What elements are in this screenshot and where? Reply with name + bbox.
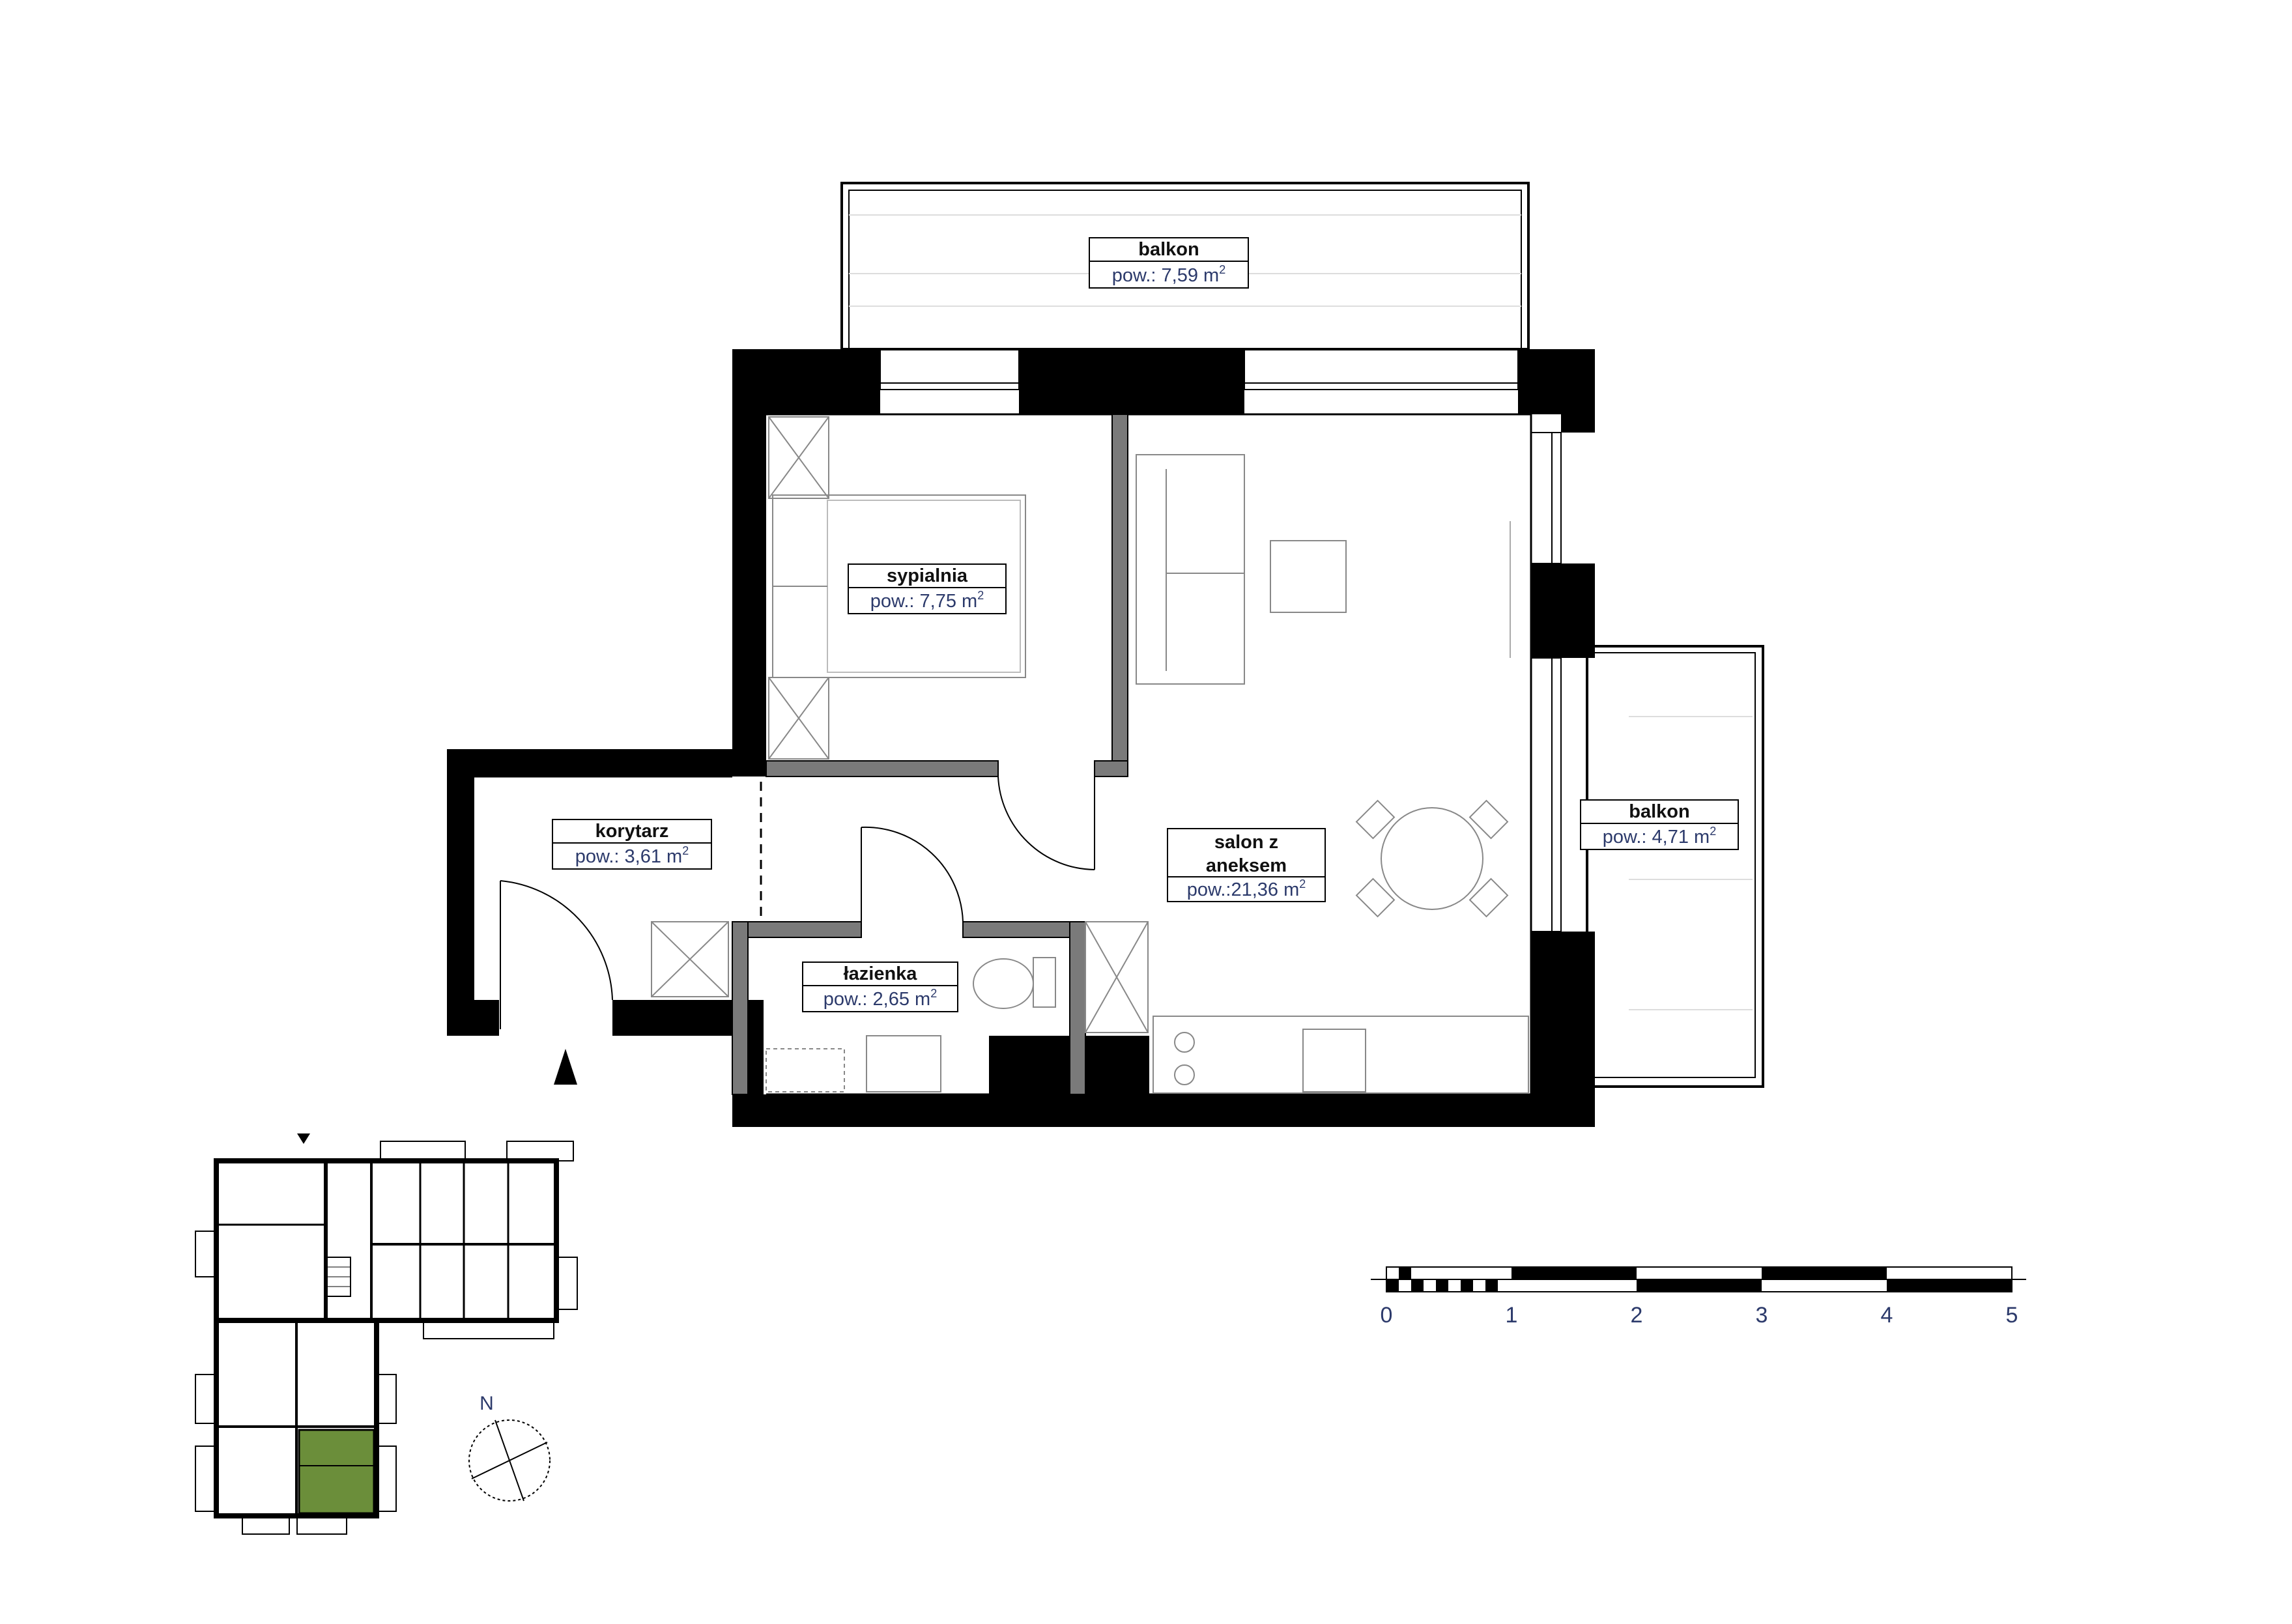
- scale-bar: 0 1 2 3 4 5: [1371, 1266, 2026, 1328]
- exterior-walls: [447, 349, 1595, 1127]
- doors: [500, 776, 1095, 1029]
- area-prefix: pow.:: [575, 846, 625, 867]
- area-value: 21,36 m: [1231, 879, 1299, 900]
- area-unit-sup: 2: [1710, 825, 1716, 838]
- area-prefix: pow.:: [824, 989, 873, 1010]
- svg-text:pow.: 3,61 m2: pow.: 3,61 m2: [575, 844, 689, 867]
- sofa: [1136, 454, 1245, 685]
- area-prefix: pow.:: [1187, 879, 1231, 900]
- windows: [880, 349, 1562, 932]
- kitchen-counter: [1153, 1016, 1529, 1094]
- area-value: 7,75 m: [920, 591, 978, 612]
- scale-tick-5: 5: [2006, 1303, 2018, 1328]
- area-unit-sup: 2: [930, 987, 937, 1000]
- svg-text:pow.: 7,59 m2: pow.: 7,59 m2: [1112, 263, 1225, 286]
- area-value: 7,59 m: [1162, 265, 1220, 286]
- area-unit-sup: 2: [1299, 877, 1306, 890]
- bathroom-sink: [866, 1035, 941, 1092]
- label-korytarz: korytarz pow.: 3,61 m2: [552, 819, 712, 870]
- right-balcony: [1586, 645, 1764, 1088]
- kitchen-tall-cabinet: [1085, 921, 1149, 1033]
- wardrobe-top: [768, 416, 829, 499]
- label-balkon-top: balkon pow.: 7,59 m2: [1089, 237, 1249, 289]
- scale-tick-2: 2: [1631, 1303, 1643, 1328]
- scale-tick-0: 0: [1381, 1303, 1393, 1328]
- scale-tick-1: 1: [1506, 1303, 1518, 1328]
- furniture: [651, 416, 1529, 1094]
- room-outlines: [474, 413, 1532, 1096]
- coffee-table: [1270, 540, 1347, 613]
- toilet: [973, 958, 1034, 1009]
- corridor-wardrobe: [651, 921, 729, 997]
- svg-text:pow.: 4,71 m2: pow.: 4,71 m2: [1603, 825, 1716, 848]
- room-name-line2: aneksem: [1206, 855, 1287, 876]
- room-name: korytarz: [595, 821, 669, 842]
- label-salon: salon z aneksem pow.:21,36 m2: [1167, 828, 1326, 902]
- partition-walls: [732, 414, 1128, 1095]
- key-plan-entry-marker: [297, 1133, 310, 1144]
- entrance-arrow-icon: [554, 1049, 577, 1085]
- room-name: sypialnia: [887, 565, 968, 586]
- compass-circle: [468, 1419, 551, 1502]
- area-unit-sup: 2: [1219, 263, 1225, 276]
- area-unit-sup: 2: [682, 844, 689, 857]
- svg-text:pow.:21,36 m2: pow.:21,36 m2: [1187, 877, 1306, 900]
- area-value: 4,71 m: [1652, 827, 1710, 848]
- label-balkon-right: balkon pow.: 4,71 m2: [1580, 799, 1739, 850]
- dining-table: [1381, 807, 1483, 910]
- area-value: 2,65 m: [873, 989, 931, 1010]
- key-plan: [195, 1133, 578, 1535]
- north-arrow: N: [468, 1393, 551, 1502]
- room-name: balkon: [1629, 801, 1689, 822]
- scale-tick-3: 3: [1756, 1303, 1768, 1328]
- label-lazienka: łazienka pow.: 2,65 m2: [802, 962, 958, 1012]
- svg-text:pow.: 7,75 m2: pow.: 7,75 m2: [870, 589, 984, 612]
- north-label: N: [480, 1393, 494, 1414]
- area-unit-sup: 2: [977, 589, 984, 602]
- shower: [766, 1048, 845, 1092]
- area-value: 3,61 m: [625, 846, 683, 867]
- svg-text:pow.: 2,65 m2: pow.: 2,65 m2: [824, 987, 937, 1010]
- label-sypialnia: sypialnia pow.: 7,75 m2: [848, 563, 1007, 614]
- area-prefix: pow.:: [1112, 265, 1162, 286]
- area-prefix: pow.:: [870, 591, 920, 612]
- scale-tick-4: 4: [1881, 1303, 1893, 1328]
- room-name: łazienka: [844, 963, 918, 984]
- room-name: balkon: [1138, 239, 1199, 260]
- key-plan-highlighted-unit: [298, 1429, 375, 1515]
- area-prefix: pow.:: [1603, 827, 1652, 848]
- room-name-line1: salon z: [1214, 832, 1278, 853]
